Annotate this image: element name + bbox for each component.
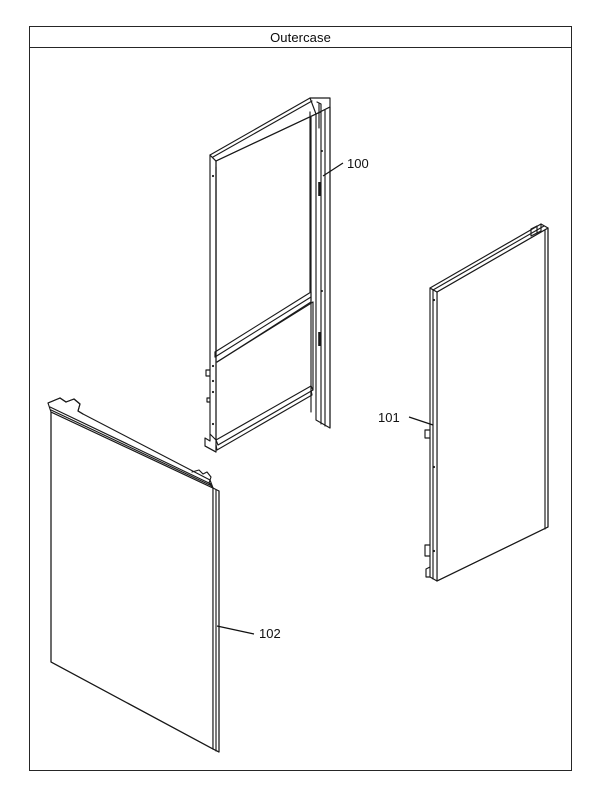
- page-title: Outercase: [270, 29, 331, 45]
- title-bar: Outercase: [29, 26, 572, 48]
- sheet-border: [29, 26, 572, 771]
